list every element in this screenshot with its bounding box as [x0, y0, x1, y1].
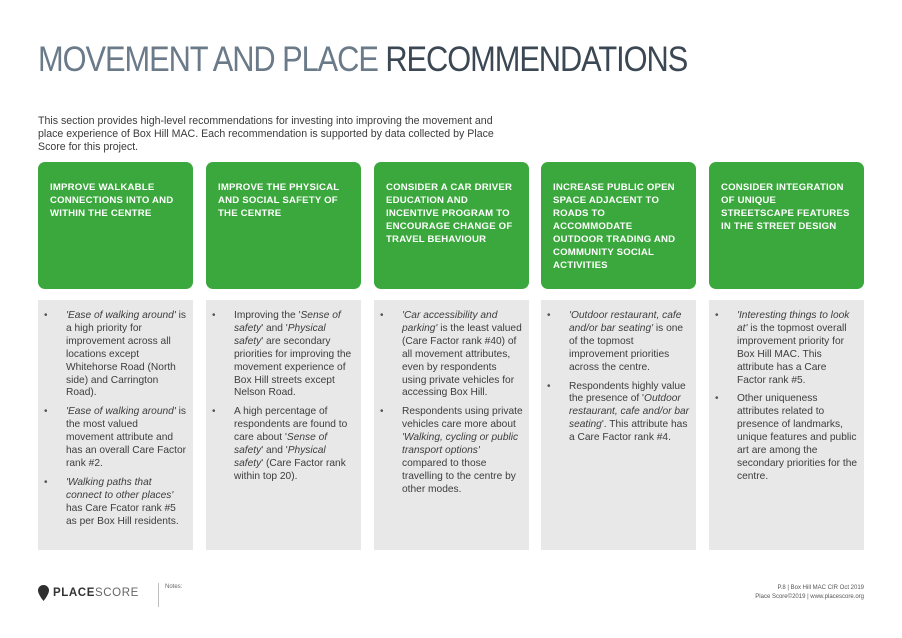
brand-wordmark: PLACESCORE [53, 587, 139, 599]
recommendation-card: IMPROVE THE PHYSICAL AND SOCIAL SAFETY O… [206, 162, 361, 289]
recommendation-card: CONSIDER INTEGRATION OF UNIQUE STREETSCA… [709, 162, 864, 289]
bullet-icon: • [44, 310, 48, 321]
evidence-item: • Respondents using private vehicles care… [380, 406, 523, 496]
map-pin-icon [38, 585, 49, 601]
recommendation-card: CONSIDER A CAR DRIVER EDUCATION AND INCE… [374, 162, 529, 289]
recommendation-title: CONSIDER A CAR DRIVER EDUCATION AND INCE… [386, 182, 513, 245]
body-text: A high percentage of respondents are fou… [234, 406, 348, 444]
copyright: Place Score©2019 | www.placescore.org [755, 594, 864, 600]
body-text: '. This attribute has a Care Factor rank… [569, 419, 688, 444]
body-text: is the least valued (Care Factor rank #4… [402, 322, 522, 399]
body-text: ' and ' [261, 445, 288, 457]
footer-info: P.8 | Box Hill MAC CIR Oct 2019 Place Sc… [755, 584, 864, 602]
evidence-panel: •Improving the 'Sense of safety' and 'Ph… [206, 300, 361, 550]
evidence-item: • 'Walking paths that connect to other pl… [44, 477, 187, 529]
body-text: Improving the ' [234, 310, 301, 321]
recommendation-title: IMPROVE WALKABLE CONNECTIONS INTO AND WI… [50, 182, 174, 219]
page-title-part2: RECOMMENDATIONS [385, 40, 688, 79]
page-title-part1: MOVEMENT AND PLACE [38, 40, 379, 79]
recommendation-column: IMPROVE THE PHYSICAL AND SOCIAL SAFETY O… [206, 162, 361, 550]
brand-light: SCORE [94, 587, 139, 599]
body-text: Respondents highly value the presence of… [569, 380, 686, 405]
evidence-item: • 'Interesting things to look at' is the … [715, 310, 858, 387]
bullet-icon: • [380, 310, 384, 321]
recommendation-column: CONSIDER A CAR DRIVER EDUCATION AND INCE… [374, 162, 529, 550]
body-text: ' (Care Factor rank within top 20). [234, 457, 346, 482]
evidence-item: • 'Car accessibility and parking' is the … [380, 310, 523, 400]
notes-label: Notes: [165, 584, 183, 590]
bullet-icon: • [44, 406, 48, 418]
recommendation-column: INCREASE PUBLIC OPEN SPACE ADJACENT TO R… [541, 162, 696, 550]
recommendation-card: INCREASE PUBLIC OPEN SPACE ADJACENT TO R… [541, 162, 696, 289]
evidence-list: • 'Interesting things to look at' is the … [715, 310, 858, 484]
evidence-list: • 'Car accessibility and parking' is the … [380, 310, 523, 497]
body-text: compared to those travelling to the cent… [402, 457, 516, 495]
emphasis-text: 'Car accessibility and parking' [402, 310, 498, 334]
bullet-icon: • [715, 310, 719, 321]
evidence-panel: • 'Outdoor restaurant, cafe and/or bar se… [541, 300, 696, 550]
body-text: is the topmost overall improvement prior… [737, 322, 847, 386]
body-text: is a high priority for improvement acros… [66, 310, 186, 399]
recommendation-card: IMPROVE WALKABLE CONNECTIONS INTO AND WI… [38, 162, 193, 289]
evidence-list: •Improving the 'Sense of safety' and 'Ph… [212, 310, 355, 484]
evidence-list: • 'Outdoor restaurant, cafe and/or bar se… [547, 310, 690, 445]
bullet-icon: • [547, 380, 551, 392]
footer-divider [158, 583, 159, 607]
evidence-panel: • 'Ease of walking around' is a high prio… [38, 300, 193, 550]
evidence-item: • 'Ease of walking around' is a high prio… [44, 310, 187, 400]
evidence-panel: • 'Car accessibility and parking' is the … [374, 300, 529, 550]
evidence-item: • Other uniqueness attributes related to … [715, 393, 858, 483]
body-text: is the most valued movement attribute an… [66, 406, 187, 469]
emphasis-text: 'Outdoor restaurant, cafe and/or bar sea… [569, 310, 682, 334]
bullet-icon: • [715, 393, 719, 405]
bullet-icon: • [44, 476, 48, 488]
recommendation-column: CONSIDER INTEGRATION OF UNIQUE STREETSCA… [709, 162, 864, 550]
recommendation-title: CONSIDER INTEGRATION OF UNIQUE STREETSCA… [721, 182, 850, 232]
page-info: P.8 | Box Hill MAC CIR Oct 2019 [777, 585, 864, 591]
recommendation-title: INCREASE PUBLIC OPEN SPACE ADJACENT TO R… [553, 182, 676, 271]
emphasis-text: 'Ease of walking around' [66, 310, 176, 321]
evidence-list: • 'Ease of walking around' is a high prio… [44, 310, 187, 529]
emphasis-text: 'Interesting things to look at' [737, 310, 850, 334]
bullet-icon: • [212, 406, 216, 418]
emphasis-text: Sense of safety [234, 310, 341, 334]
emphasis-text: 'Ease of walking around' [66, 406, 176, 418]
emphasis-text: Outdoor restaurant, cafe and/or bar seat… [569, 393, 690, 431]
emphasis-text: Physical safety [234, 445, 326, 469]
body-text: Other uniqueness attributes related to p… [737, 393, 858, 482]
evidence-item: • Respondents highly value the presence o… [547, 381, 690, 446]
recommendation-title: IMPROVE THE PHYSICAL AND SOCIAL SAFETY O… [218, 182, 340, 219]
brand-bold: PLACE [53, 587, 95, 599]
recommendation-column: IMPROVE WALKABLE CONNECTIONS INTO AND WI… [38, 162, 193, 550]
bullet-icon: • [547, 310, 551, 321]
body-text: is one of the topmost improvement priori… [569, 322, 684, 373]
body-text: ' are secondary priorities for improving… [234, 335, 352, 399]
emphasis-text: 'Walking paths that connect to other pla… [66, 476, 174, 501]
evidence-item: • Improving the 'Sense of safety' and 'Ph… [212, 310, 355, 400]
body-text: has Care Fcator rank #5 as per Box Hill … [66, 502, 179, 527]
emphasis-text: 'Walking, cycling or public transport op… [402, 432, 519, 457]
placescore-logo: PLACESCORE [38, 585, 139, 601]
evidence-item: • 'Ease of walking around' is the most va… [44, 406, 187, 471]
emphasis-text: Physical safety [234, 322, 326, 347]
emphasis-text: Sense of safety [234, 432, 328, 457]
evidence-item: • 'Outdoor restaurant, cafe and/or bar se… [547, 310, 690, 375]
body-text: ' and ' [261, 322, 288, 334]
page-title: MOVEMENT AND PLACE RECOMMENDATIONS [38, 40, 688, 80]
evidence-item: • A high percentage of respondents are fo… [212, 406, 355, 483]
evidence-panel: • 'Interesting things to look at' is the … [709, 300, 864, 550]
intro-paragraph: This section provides high-level recomme… [38, 115, 494, 153]
bullet-icon: • [212, 310, 216, 321]
bullet-icon: • [380, 406, 384, 418]
body-text: Respondents using private vehicles care … [402, 406, 523, 431]
